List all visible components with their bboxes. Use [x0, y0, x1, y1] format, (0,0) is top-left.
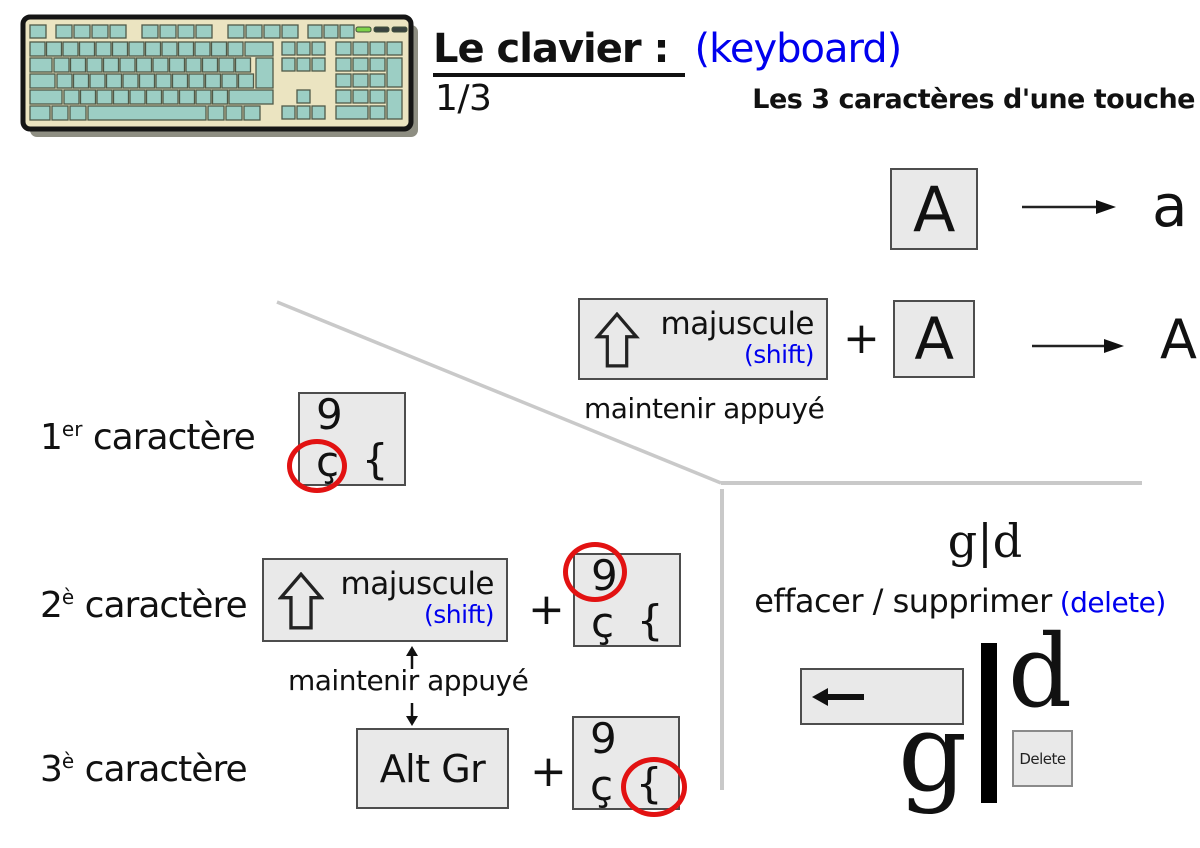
cursor-left-char: g: [898, 691, 968, 816]
erase-annotation: (delete): [1059, 586, 1167, 619]
keyboard-led-indicators: [355, 26, 408, 33]
shift-key-label: majuscule: [340, 566, 495, 602]
arrow-right-icon: [1032, 339, 1124, 353]
key-char-brace: {: [361, 435, 389, 484]
row2-ordinal: 2: [40, 585, 63, 626]
page-number: 1/3: [435, 78, 492, 119]
erase-label: effacer / supprimer: [754, 582, 1052, 620]
row3-label: 3è caractère: [40, 749, 248, 790]
arrow-right-icon: [1022, 200, 1116, 214]
key-altgr: Alt Gr: [356, 728, 509, 809]
row1-ordinal-suffix: er: [61, 417, 83, 441]
shift-key-annotation: (shift): [744, 340, 815, 369]
hold-note-top: maintenir appuyé: [584, 392, 825, 425]
altgr-key-label: Alt Gr: [379, 746, 486, 791]
row3-ordinal-suffix: è: [61, 749, 75, 773]
row2-label: 2è caractère: [40, 585, 248, 626]
shift-arrow-icon: [594, 312, 640, 368]
key-a-plain-label: A: [913, 172, 955, 246]
diagonal-divider: [276, 300, 722, 485]
vertical-divider: [720, 489, 724, 790]
row1-label-text: caractère: [92, 417, 256, 458]
result-uppercase-a: A: [1160, 308, 1197, 371]
shift-arrow-icon: [278, 572, 324, 630]
arrow-left-icon: [812, 688, 864, 706]
plus-sign: +: [843, 313, 880, 364]
key-shift-top: majuscule (shift): [578, 298, 828, 380]
key-delete: Delete: [1012, 730, 1073, 787]
row3-ordinal: 3: [40, 749, 63, 790]
shift-key-annotation: (shift): [424, 600, 495, 629]
key-a-shift-label: A: [914, 305, 954, 373]
row1-ordinal: 1: [40, 417, 63, 458]
hold-note-bottom: maintenir appuyé: [288, 664, 529, 697]
key-char-9: 9: [590, 714, 617, 763]
row2-label-text: caractère: [84, 585, 248, 626]
highlight-circle-row1: [287, 439, 347, 493]
text-cursor-bar: [981, 643, 997, 803]
key-backspace: [800, 668, 964, 725]
row3-label-text: caractère: [84, 749, 248, 790]
subtitle: Les 3 caractères d'une touche: [752, 84, 1195, 115]
arrow-down-icon: [406, 703, 418, 726]
horizontal-divider: [721, 481, 1142, 485]
highlight-circle-row2: [563, 542, 627, 602]
key-shift-row2: majuscule (shift): [262, 558, 508, 642]
gd-heading: g|d: [947, 514, 1023, 568]
plus-sign: +: [528, 584, 565, 635]
key-char-cedilla: ç: [590, 761, 613, 810]
cursor-right-char: d: [1008, 613, 1073, 730]
page-title: Le clavier :(keyboard): [433, 26, 903, 77]
erase-caption: effacer / supprimer(delete): [740, 582, 1180, 620]
key-char-cedilla: ç: [591, 598, 614, 647]
result-lowercase-a: a: [1152, 172, 1188, 240]
key-char-9: 9: [316, 390, 343, 439]
keyboard-illustration: [20, 14, 418, 137]
shift-key-label: majuscule: [660, 306, 815, 342]
key-a-shift: A: [893, 300, 975, 378]
row2-ordinal-suffix: è: [61, 585, 75, 609]
title-translation: (keyboard): [694, 26, 903, 72]
arrow-up-icon: [406, 646, 418, 669]
key-char-brace: {: [636, 596, 664, 645]
plus-sign: +: [530, 746, 567, 797]
delete-key-label: Delete: [1019, 749, 1066, 768]
title-text: Le clavier :: [433, 26, 685, 77]
highlight-circle-row3: [621, 757, 687, 817]
key-a-plain: A: [890, 168, 978, 250]
row1-label: 1er caractère: [40, 417, 256, 458]
